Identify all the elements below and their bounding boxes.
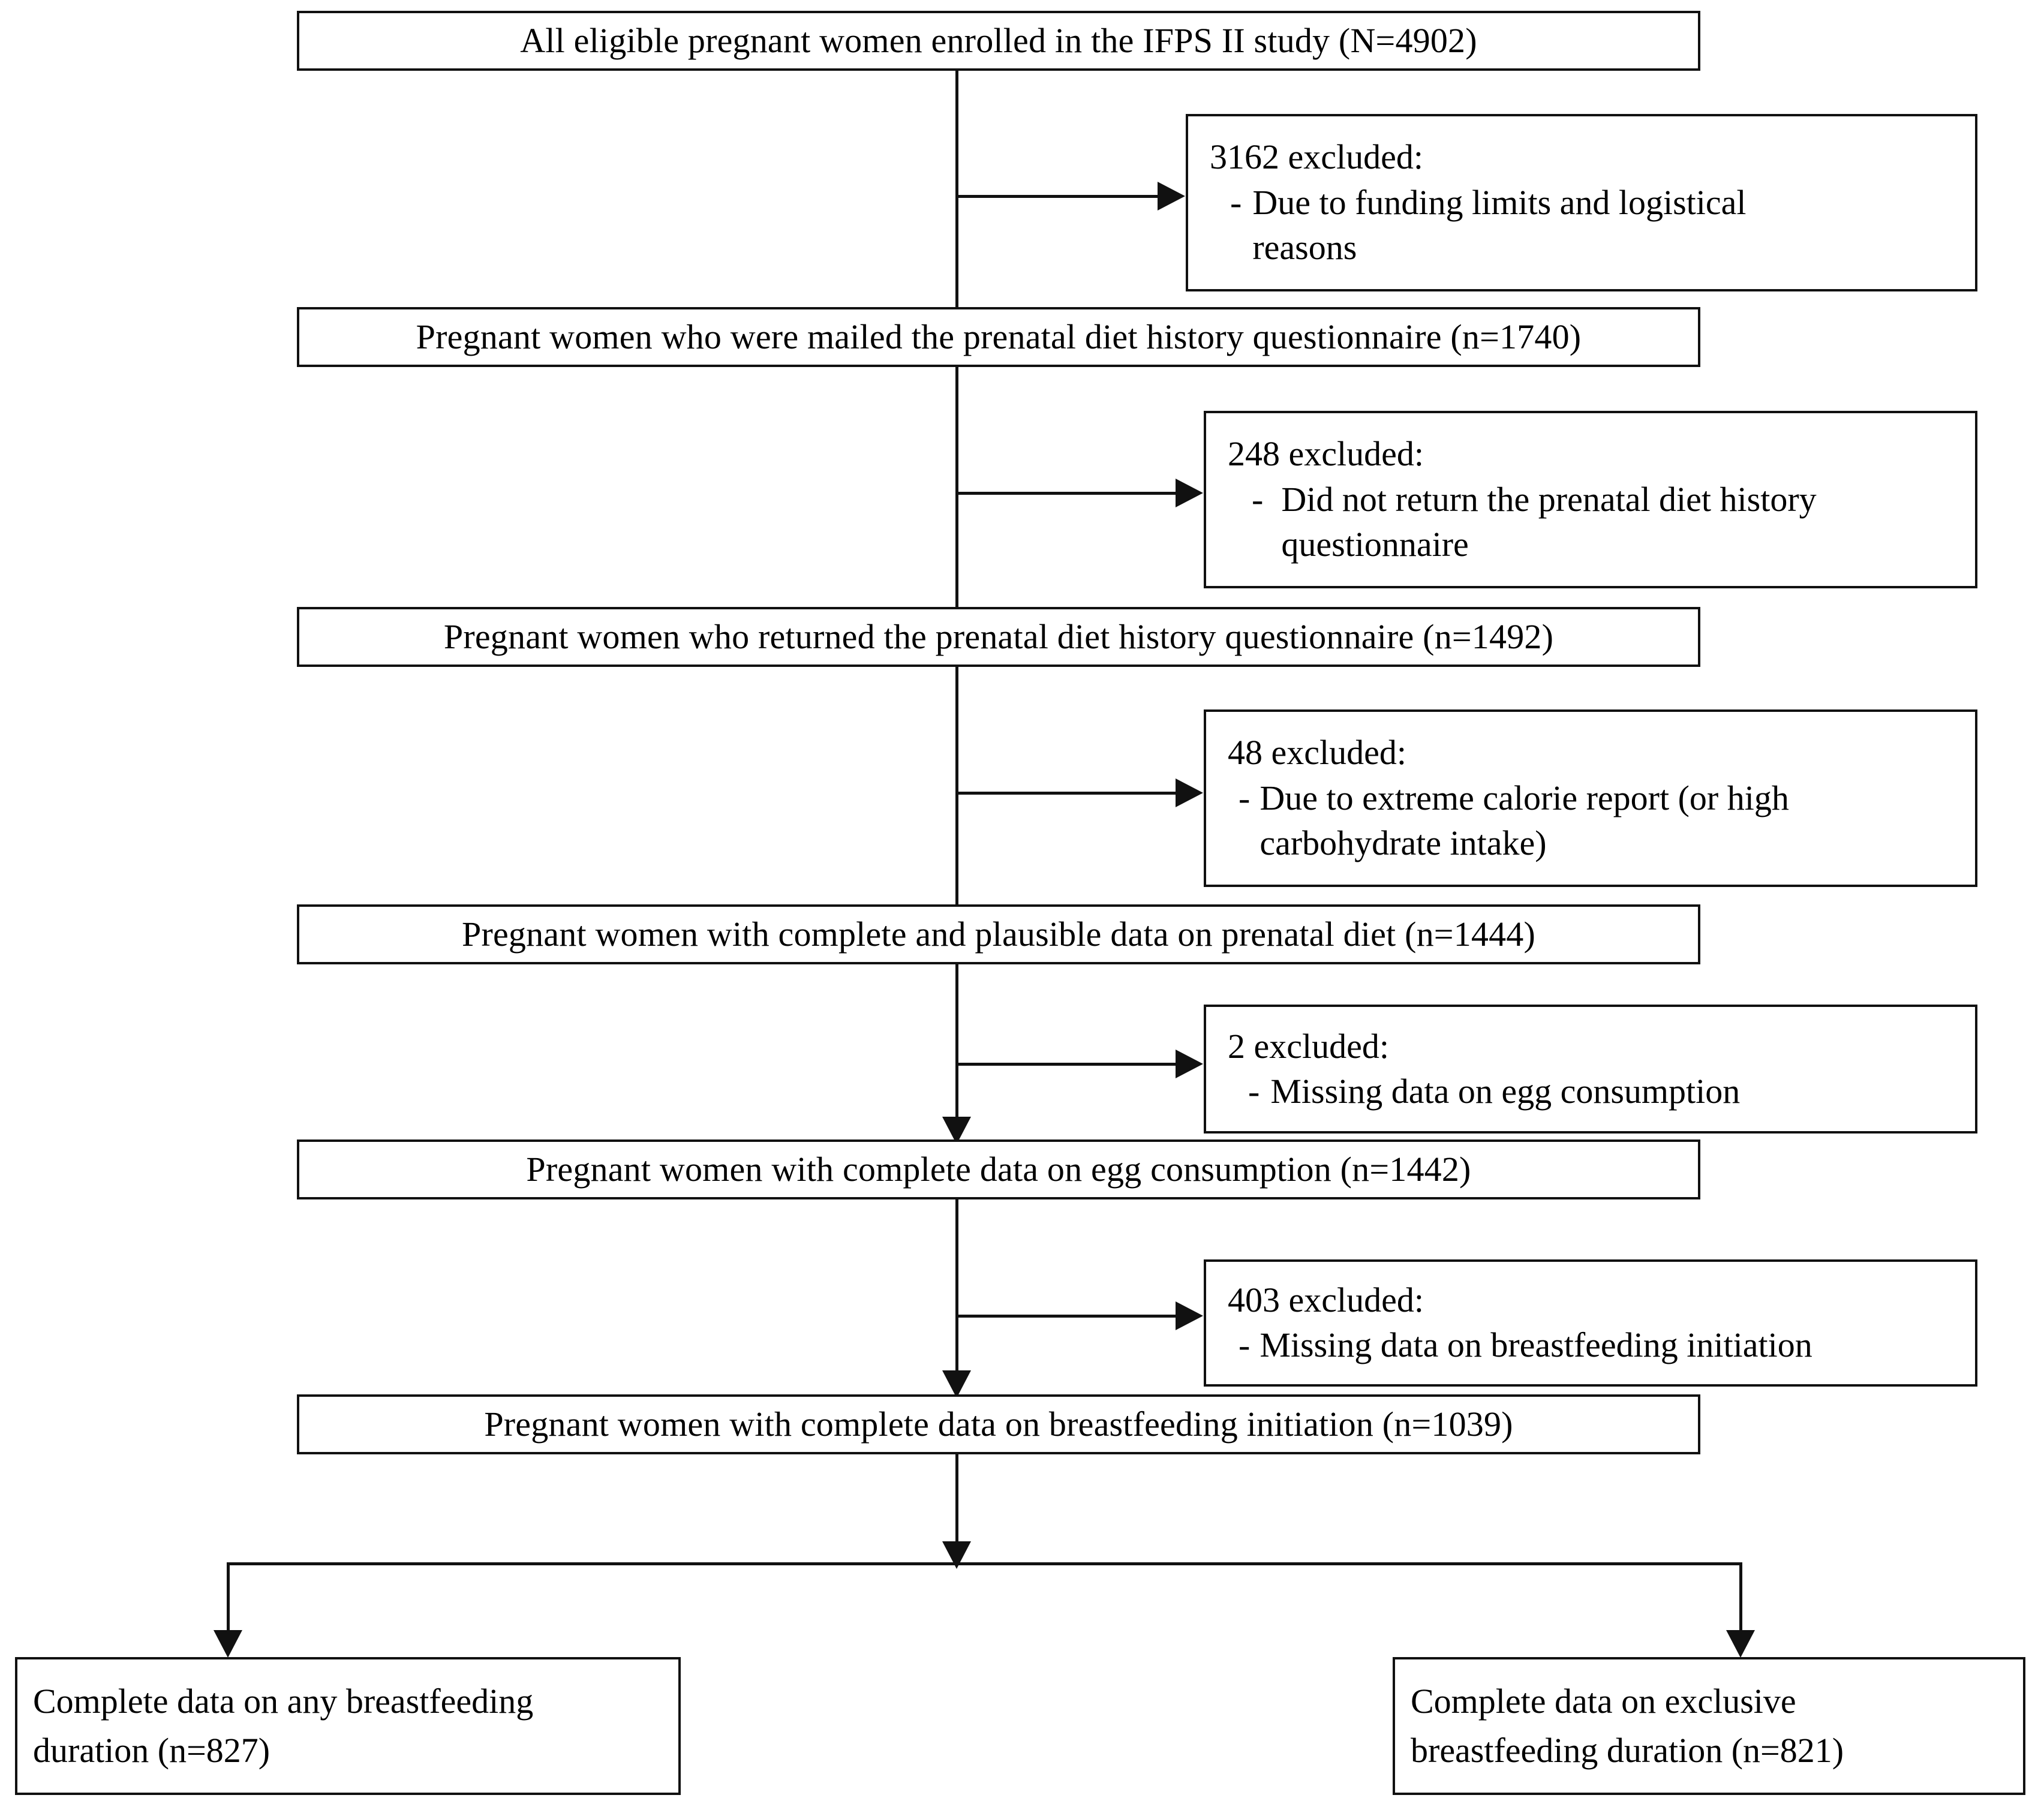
flow-node-label: All eligible pregnant women enrolled in … (520, 20, 1477, 60)
exclusion-reason-line2: reasons (1252, 228, 1357, 267)
flow-node-label: Pregnant women who returned the prenatal… (443, 617, 1554, 656)
arrow-right-n4-e4 (1176, 1050, 1203, 1078)
connector-n6-split-stem (955, 1454, 958, 1565)
connector-n5-to-e5 (955, 1315, 1177, 1318)
exclusion-heading: 3162 excluded: (1210, 137, 1423, 177)
connector-split-right-drop (1739, 1562, 1742, 1652)
flow-node-plausible-diet-data: Pregnant women with complete and plausib… (297, 904, 1700, 964)
exclusion-reason-text: Did not return the prenatal diet history… (1281, 477, 1957, 567)
exclusion-reason-item: - Missing data on breastfeeding initiati… (1228, 1322, 1957, 1367)
flow-node-returned-questionnaire: Pregnant women who returned the prenatal… (297, 607, 1700, 667)
arrow-down-split-right (1726, 1630, 1755, 1658)
connector-n4-to-e4 (955, 1063, 1177, 1066)
flow-node-label: Complete data on exclusive breastfeeding… (1395, 1677, 1844, 1776)
exclusion-reason-line1: Due to funding limits and logistical (1252, 182, 1747, 222)
arrow-down-split-left (214, 1630, 242, 1658)
bullet-dash-icon: - (1239, 778, 1251, 817)
bullet-dash-icon: - (1248, 1071, 1260, 1111)
exclusion-reason-line1: Missing data on egg consumption (1270, 1071, 1741, 1111)
connector-n2-to-n3 (955, 367, 958, 661)
flow-node-label: Pregnant women with complete and plausib… (461, 914, 1536, 954)
flow-node-enrolled: All eligible pregnant women enrolled in … (297, 11, 1700, 71)
flow-node-label: Complete data on any breastfeeding durat… (17, 1677, 533, 1776)
exclusion-reason-text: Due to funding limits and logistical rea… (1252, 180, 1957, 270)
exclusion-heading: 248 excluded: (1228, 434, 1424, 474)
exclusion-reason-line2: questionnaire (1281, 525, 1469, 564)
exclusion-reason-item: - Due to extreme calorie report (or high… (1228, 775, 1957, 866)
flow-node-exclusive-breastfeeding-duration: Complete data on exclusive breastfeeding… (1393, 1657, 2025, 1795)
exclusion-box-2: 2 excluded: - Missing data on egg consum… (1204, 1005, 1977, 1133)
connector-n4-to-n5 (955, 964, 958, 1204)
exclusion-reason-list: - Did not return the prenatal diet histo… (1228, 477, 1957, 567)
exclusion-box-403: 403 excluded: - Missing data on breastfe… (1204, 1259, 1977, 1387)
exclusion-reason-list: - Due to funding limits and logistical r… (1210, 180, 1957, 270)
flow-node-label: Pregnant women with complete data on bre… (484, 1404, 1513, 1444)
exclusion-box-48: 48 excluded: - Due to extreme calorie re… (1204, 709, 1977, 887)
terminal-line1: Complete data on exclusive (1411, 1681, 1796, 1721)
flow-node-breastfeeding-initiation: Pregnant women with complete data on bre… (297, 1394, 1700, 1454)
exclusion-reason-item: - Missing data on egg consumption (1228, 1069, 1957, 1114)
connector-n3-to-n4 (955, 667, 958, 961)
exclusion-box-3162: 3162 excluded: - Due to funding limits a… (1186, 114, 1977, 291)
flow-node-egg-consumption: Pregnant women with complete data on egg… (297, 1139, 1700, 1199)
exclusion-reason-line1: Due to extreme calorie report (or high (1260, 778, 1789, 817)
exclusion-reason-line2: carbohydrate intake) (1260, 823, 1547, 863)
connector-n2-to-e2 (955, 492, 1177, 495)
flow-node-label: Pregnant women with complete data on egg… (526, 1149, 1471, 1189)
arrow-right-n2-e2 (1176, 479, 1203, 507)
arrow-right-n5-e5 (1176, 1301, 1203, 1330)
exclusion-heading: 403 excluded: (1228, 1280, 1424, 1320)
bullet-dash-icon: - (1239, 1325, 1251, 1365)
connector-split-left-drop (227, 1562, 230, 1652)
exclusion-reason-list: - Missing data on egg consumption (1228, 1069, 1957, 1114)
exclusion-reason-text: Missing data on breastfeeding initiation (1260, 1322, 1957, 1367)
exclusion-reason-list: - Missing data on breastfeeding initiati… (1228, 1322, 1957, 1367)
bullet-dash-icon: - (1230, 182, 1242, 222)
flow-node-any-breastfeeding-duration: Complete data on any breastfeeding durat… (15, 1657, 681, 1795)
exclusion-reason-line1: Did not return the prenatal diet history (1281, 479, 1817, 519)
exclusion-reason-line1: Missing data on breastfeeding initiation (1260, 1325, 1812, 1365)
terminal-line2: duration (n=827) (33, 1731, 270, 1770)
terminal-line2: breastfeeding duration (n=821) (1411, 1731, 1844, 1770)
exclusion-reason-item: - Did not return the prenatal diet histo… (1228, 477, 1957, 567)
bullet-dash-icon: - (1252, 479, 1264, 519)
exclusion-reason-item: - Due to funding limits and logistical r… (1210, 180, 1957, 270)
arrow-down-n5-n6 (942, 1370, 971, 1398)
exclusion-box-248: 248 excluded: - Did not return the prena… (1204, 411, 1977, 588)
connector-n1-to-e1 (955, 195, 1159, 198)
flow-node-mailed-questionnaire: Pregnant women who were mailed the prena… (297, 307, 1700, 367)
connector-n3-to-e3 (955, 792, 1177, 795)
connector-split-horizontal (227, 1562, 1742, 1565)
connector-n1-to-n2 (955, 71, 958, 365)
flow-node-label: Pregnant women who were mailed the prena… (416, 317, 1582, 356)
terminal-line1: Complete data on any breastfeeding (33, 1681, 534, 1721)
exclusion-reason-text: Missing data on egg consumption (1270, 1069, 1957, 1114)
exclusion-reason-text: Due to extreme calorie report (or high c… (1260, 775, 1957, 866)
exclusion-heading: 48 excluded: (1228, 733, 1406, 772)
exclusion-heading: 2 excluded: (1228, 1026, 1389, 1066)
exclusion-reason-list: - Due to extreme calorie report (or high… (1228, 775, 1957, 866)
arrow-right-n3-e3 (1176, 778, 1203, 807)
arrow-right-n1-e1 (1158, 182, 1185, 211)
